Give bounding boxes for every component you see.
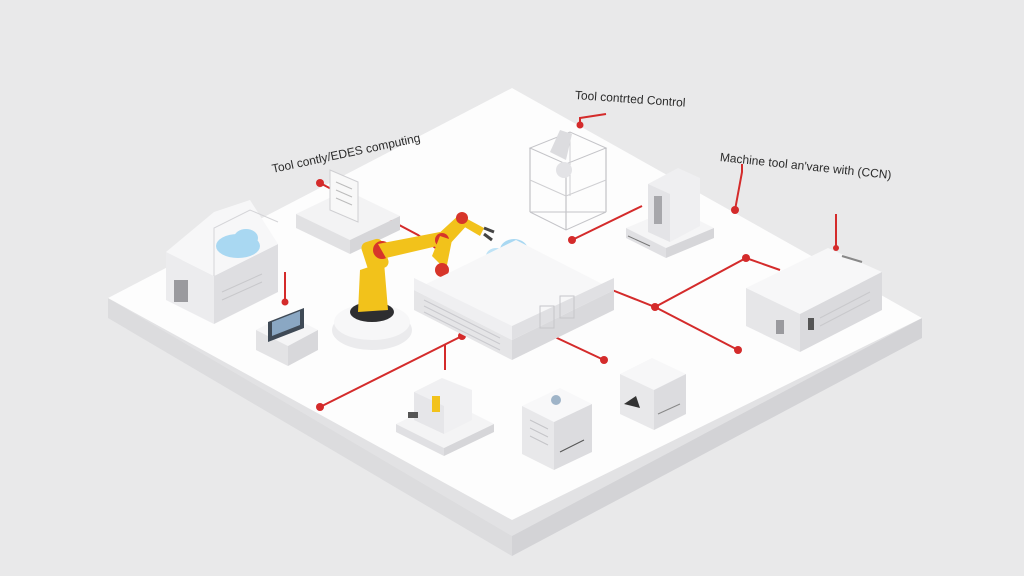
tall-machine-icon: [626, 168, 714, 258]
connection-nodes: [281, 121, 839, 411]
connection-line: [611, 256, 781, 309]
connection-line: [734, 164, 743, 211]
small-controller-icon: [396, 378, 494, 456]
connection-line: [654, 306, 739, 351]
tool-frame-icon: [528, 130, 608, 231]
connection-line: [571, 205, 643, 241]
central-controller-icon: [414, 240, 614, 360]
cloud-server-icon: [166, 200, 279, 324]
connection-lines: [284, 113, 837, 408]
connection-line: [319, 335, 463, 408]
server-unit-icon: [522, 388, 592, 470]
connection-line: [579, 113, 607, 125]
monitor-terminal-icon: [256, 308, 318, 366]
industrial-robot-arm-icon: [332, 212, 495, 350]
edge-computing-stand: [296, 169, 400, 254]
cnc-machine-icon: [746, 248, 882, 352]
network-box-icon: [620, 358, 686, 430]
